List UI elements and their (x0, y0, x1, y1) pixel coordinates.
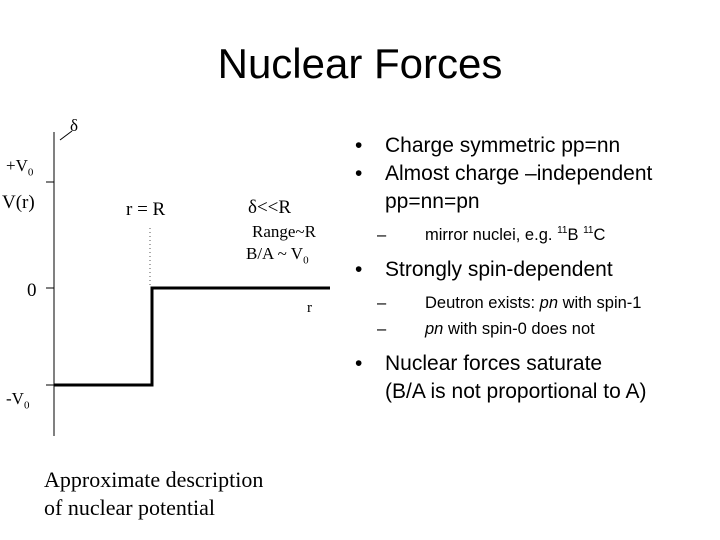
bullet-charge-independent: • Almost charge –independent pp=nn=pn (355, 162, 653, 213)
plus-v0-label: +V0 (6, 156, 34, 179)
delta-label: δ (70, 116, 79, 135)
minus-v0-label: -V0 (6, 389, 30, 412)
r-axis-label: r (307, 300, 312, 316)
delta-much-less-r-label: δ<<R (248, 197, 292, 218)
binding-energy-label: B/A ~ V0 (246, 244, 309, 267)
bullet-charge-symmetric: • Charge symmetric pp=nn (355, 132, 715, 160)
dash-icon: – (377, 226, 387, 244)
bullet-saturate: • Nuclear forces saturate (B/A is not pr… (355, 352, 647, 403)
bullet-dot-icon: • (355, 162, 363, 185)
delta-pointer-line (59, 130, 73, 141)
bullet-dot-icon: • (355, 258, 363, 281)
bullet-list: • Charge symmetric pp=nn • Almost charge… (355, 132, 715, 406)
bullet-spin-dependent: • Strongly spin-dependent (355, 256, 715, 284)
diagram-caption: Approximate description of nuclear poten… (44, 467, 264, 520)
bullet-dot-icon: • (355, 352, 363, 375)
range-label: Range~R (252, 222, 316, 241)
sub-bullet-spin-zero: – pn with spin-0 does not (377, 316, 715, 342)
bullet-dot-icon: • (355, 134, 363, 157)
slide-title: Nuclear Forces (217, 40, 503, 87)
zero-label: 0 (27, 280, 37, 301)
dash-icon: – (377, 294, 387, 312)
r-equals-r-label: r = R (126, 199, 166, 220)
potential-well-curve (54, 286, 330, 387)
sub-bullet-deutron: – Deutron exists: pn with spin-1 (377, 290, 715, 316)
dash-icon: – (377, 320, 387, 338)
sub-bullet-mirror-nuclei: – mirror nuclei, e.g. 11B 11C (377, 222, 715, 248)
v-of-r-label: V(r) (2, 192, 35, 213)
